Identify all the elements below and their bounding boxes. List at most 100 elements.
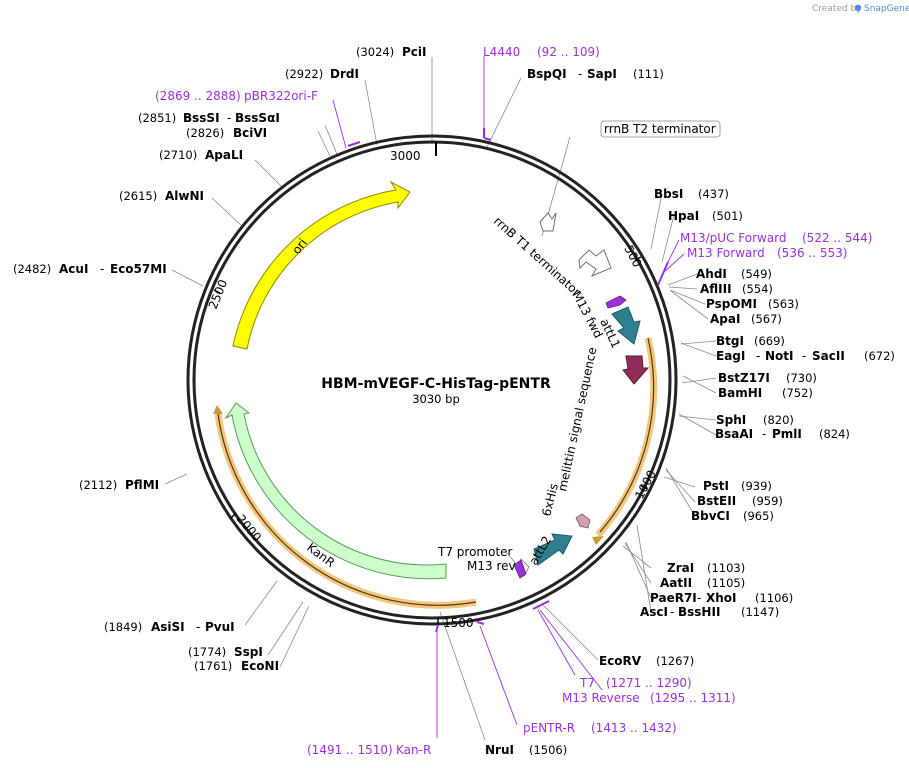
aatii-label[interactable]: AatII (660, 576, 692, 590)
sapi-label[interactable]: SapI (587, 67, 617, 81)
asci-label[interactable]: AscI (640, 605, 668, 619)
bbvci-label[interactable]: BbvCI (691, 509, 730, 523)
pbr322ori-label[interactable]: pBR322ori-F (244, 89, 318, 103)
enzyme-leader-lines (164, 57, 717, 741)
bcivi-label[interactable]: BciVI (233, 126, 267, 140)
bsteii-pos: (959) (752, 494, 783, 508)
apai-label[interactable]: ApaI (710, 312, 740, 326)
bsteii-label[interactable]: BstEII (697, 494, 736, 508)
pspomi-label[interactable]: PspOMI (706, 297, 757, 311)
econi-label[interactable]: EcoNI (241, 659, 279, 673)
bsssi-sep: - (227, 111, 231, 125)
sacii-label[interactable]: SacII (812, 349, 845, 363)
attl2-feature[interactable] (533, 533, 573, 566)
sixhis-feature[interactable] (575, 513, 591, 529)
asci-pos: (1147) (741, 605, 779, 619)
pentr-r-range: (1413 .. 1432) (591, 721, 677, 735)
afliii-pos: (554) (742, 282, 773, 296)
zrai-label[interactable]: ZraI (667, 561, 694, 575)
melittin-signal-feature[interactable] (622, 355, 650, 385)
m13-fwd-feature[interactable] (605, 295, 627, 309)
hpai-pos: (501) (712, 209, 743, 223)
m13-reverse-label[interactable]: M13 Reverse (562, 691, 640, 705)
econi-pos: (1761) (194, 659, 232, 673)
rrnb-t2-feature[interactable] (539, 212, 557, 232)
paer7i-sep: - (697, 591, 701, 605)
paer7i-label[interactable]: PaeR7I (650, 591, 697, 605)
bspqi-sep: - (578, 67, 582, 81)
ecorv-label[interactable]: EcoRV (599, 654, 642, 668)
sspi-label[interactable]: SspI (234, 645, 263, 659)
btgi-pos: (669) (754, 334, 785, 348)
nrui-pos: (1506) (529, 743, 567, 757)
backbone-inner (192, 140, 672, 620)
kanr-primer-label[interactable]: Kan-R (396, 743, 431, 757)
bsshii-label[interactable]: BssHII (678, 605, 720, 619)
acui-label[interactable]: AcuI (59, 262, 88, 276)
m13-puc-forward-label[interactable]: M13/pUC Forward (680, 231, 787, 245)
plasmid-length: 3030 bp (412, 392, 460, 406)
bspqi-label[interactable]: BspQI (527, 67, 567, 81)
nrui-label[interactable]: NruI (485, 743, 514, 757)
bamhi-label[interactable]: BamHI (718, 386, 762, 400)
pcii-pos: (3024) (356, 45, 394, 59)
backbone-outer (186, 134, 678, 626)
asisi-sep: - (196, 620, 200, 634)
acui-pos: (2482) (13, 262, 51, 276)
ori-feature[interactable] (232, 180, 411, 350)
asci-sep: - (670, 605, 674, 619)
l4440-label[interactable]: L4440 (483, 45, 520, 59)
snapgene-logo-icon (854, 4, 862, 12)
bsssi-label[interactable]: BssSI (183, 111, 220, 125)
drdi-pos: (2922) (285, 67, 323, 81)
m13-forward-label[interactable]: M13 Forward (687, 246, 765, 260)
pentr-r-label[interactable]: pENTR-R (523, 721, 575, 735)
pvui-label[interactable]: PvuI (205, 620, 235, 634)
afliii-label[interactable]: AflIII (700, 282, 732, 296)
tick-3000: 3000 (390, 149, 421, 163)
hpai-label[interactable]: HpaI (668, 209, 699, 223)
sphi-label[interactable]: SphI (716, 413, 746, 427)
bcivi-pos: (2826) (186, 126, 224, 140)
bsaai-pos: (824) (819, 427, 850, 441)
bsssai-label[interactable]: BssSαI (235, 111, 280, 125)
xhoi-label[interactable]: XhoI (706, 591, 737, 605)
attl1-feature[interactable] (611, 306, 641, 345)
kanr-primer-range: (1491 .. 1510) (307, 743, 393, 757)
psti-pos: (939) (741, 479, 772, 493)
bsssi-pos: (2851) (138, 111, 176, 125)
psti-label[interactable]: PstI (703, 479, 729, 493)
zrai-pos: (1103) (707, 561, 745, 575)
position-ticks (213, 256, 648, 624)
t7-primer-label[interactable]: T7 (579, 676, 595, 690)
apali-label[interactable]: ApaLI (205, 148, 243, 162)
bbsi-pos: (437) (698, 187, 729, 201)
ahdi-label[interactable]: AhdI (696, 267, 727, 281)
eco57mi-label[interactable]: Eco57MI (110, 262, 167, 276)
noti-label[interactable]: NotI (765, 349, 794, 363)
m13-forward-range: (536 .. 553) (777, 246, 847, 260)
kan-arrowhead (213, 405, 223, 414)
btgi-label[interactable]: BtgI (716, 334, 744, 348)
sphi-pos: (820) (763, 413, 794, 427)
pcii-label[interactable]: PciI (402, 45, 427, 59)
melittin-label: melittin signal sequence (555, 346, 599, 493)
eagi-label[interactable]: EagI (716, 349, 745, 363)
alwni-label[interactable]: AlwNI (165, 189, 204, 203)
bsaai-label[interactable]: BsaAI (715, 427, 753, 441)
rrnb-t1-label: rrnB T1 terminator (491, 214, 583, 299)
pflmi-label[interactable]: PflMI (125, 478, 159, 492)
bbsi-label[interactable]: BbsI (654, 187, 683, 201)
pmli-label[interactable]: PmlI (772, 427, 802, 441)
tick-1500: 1500 (443, 616, 474, 630)
rrnb-t1-feature[interactable] (578, 249, 612, 278)
t7-promoter-label: T7 promoter (437, 545, 513, 559)
alwni-pos: (2615) (119, 189, 157, 203)
apali-pos: (2710) (159, 148, 197, 162)
bstz17i-label[interactable]: BstZ17I (718, 371, 770, 385)
credit-brand: SnapGene (864, 4, 909, 14)
kanr-feature[interactable] (224, 402, 447, 580)
drdi-label[interactable]: DrdI (330, 67, 359, 81)
acui-sep: - (100, 262, 104, 276)
asisi-label[interactable]: AsiSI (151, 620, 185, 634)
